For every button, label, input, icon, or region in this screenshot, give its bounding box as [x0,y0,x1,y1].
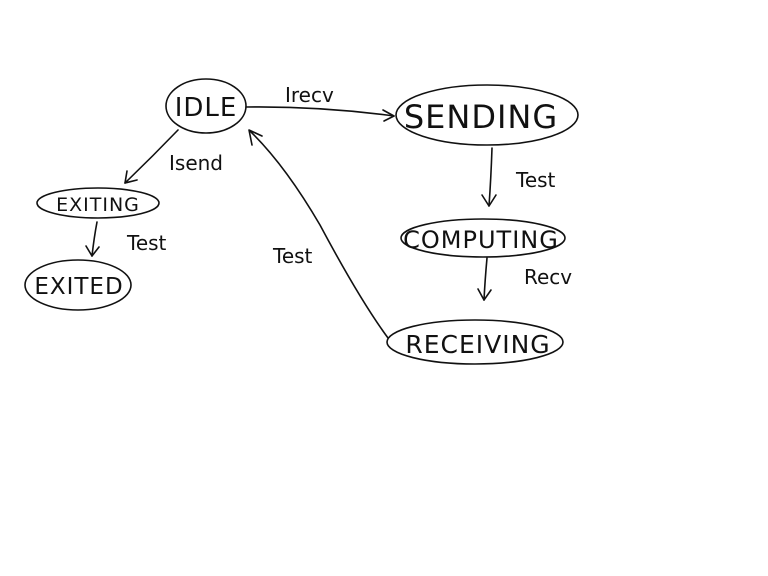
edge-exiting-to-exited-label: Test [126,231,167,255]
node-receiving-label: RECEIVING [405,330,550,359]
edge-computing-to-receiving-line [483,257,488,301]
edge-idle-to-sending-line [245,106,395,117]
edge-idle-to-exiting-label: Isend [169,151,223,175]
edge-receiving-to-idle: Test [248,129,389,339]
edge-sending-to-computing-line [488,147,493,207]
node-exited-label: EXITED [34,274,123,300]
node-sending: SENDING [395,84,579,146]
edge-exiting-to-exited: Test [85,221,167,257]
node-idle-label: IDLE [175,93,238,123]
node-idle-outline [165,78,247,134]
node-sending-outline [395,84,579,146]
edge-sending-to-computing-label: Test [515,168,556,192]
edge-exiting-to-exited-line [91,221,98,257]
node-exited-outline [24,259,132,311]
edge-idle-to-sending-arrowhead [382,109,395,122]
node-idle: IDLE [165,78,247,134]
edge-idle-to-sending-label: Irecv [285,83,334,107]
node-exited: EXITED [24,259,132,311]
node-computing: COMPUTING [400,218,566,258]
edge-idle-to-exiting-arrowhead [124,170,138,184]
edge-computing-to-receiving-label: Recv [524,265,572,289]
node-sending-label: SENDING [404,98,558,136]
edge-exiting-to-exited-arrowhead [85,245,100,257]
edge-idle-to-exiting: Isend [124,129,223,184]
node-exiting: EXITING [36,187,160,219]
node-exiting-outline [36,187,160,219]
node-computing-label: COMPUTING [403,226,559,254]
edge-receiving-to-idle-label: Test [272,244,313,268]
node-receiving: RECEIVING [386,319,564,365]
edge-idle-to-exiting-line [124,129,179,184]
node-receiving-outline [386,319,564,365]
edge-computing-to-receiving-arrowhead [477,288,492,301]
edge-sending-to-computing: Test [481,147,556,207]
edge-receiving-to-idle-arrowhead [248,129,263,146]
edge-computing-to-receiving: Recv [477,257,572,301]
node-exiting-label: EXITING [56,194,140,216]
node-computing-outline [400,218,566,258]
edge-sending-to-computing-arrowhead [481,194,497,207]
edge-receiving-to-idle-line [249,130,389,339]
edge-idle-to-sending: Irecv [245,83,395,122]
